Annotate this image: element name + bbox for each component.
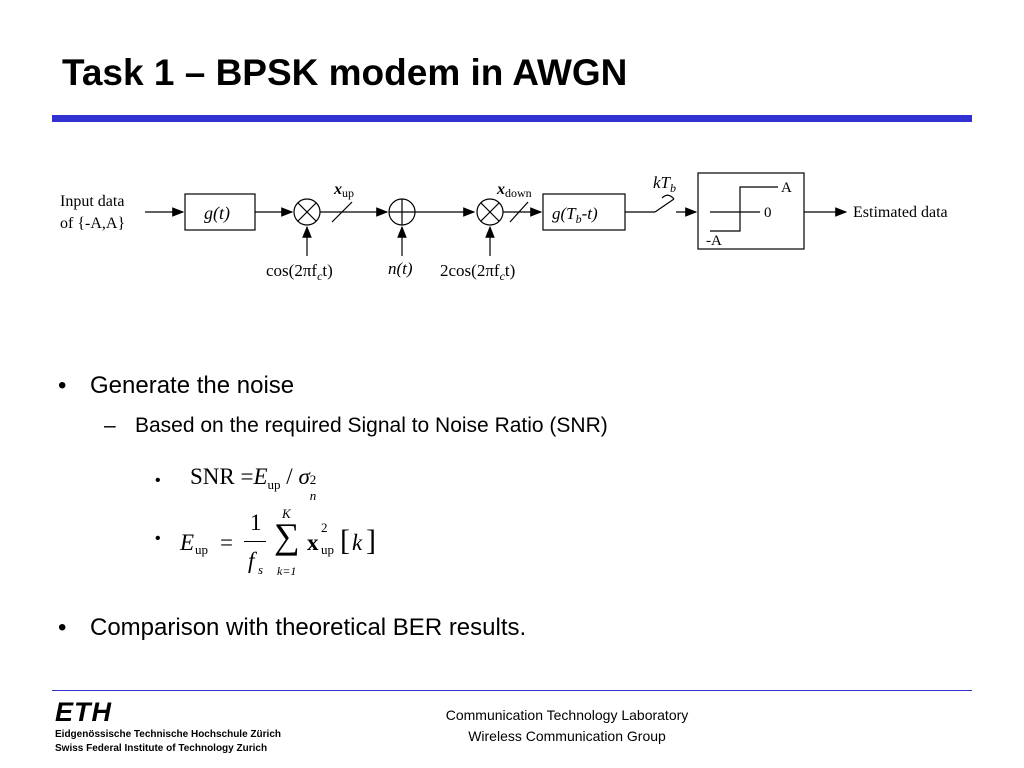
eup-den-sub: s (258, 562, 264, 577)
bullet-generate-noise: • Generate the noise (58, 372, 294, 400)
slide-title: Task 1 – BPSK modem in AWGN (62, 52, 628, 93)
decision-A: A (781, 180, 792, 196)
subbullet-snr-text: Based on the required Signal to Noise Ra… (135, 414, 608, 437)
eup-sum-bot: k=1 (277, 564, 297, 578)
sum-sign: ∑ (274, 516, 300, 556)
snr-sigma: σ (298, 464, 310, 489)
eq-bullet-1: • (155, 472, 161, 489)
noise-label: n(t) (388, 259, 413, 278)
input-label-line1: Input data (60, 193, 124, 210)
snr-sigma-sub: n (309, 488, 317, 503)
bullet-comparison-text: Comparison with theoretical BER results. (90, 614, 527, 641)
svg-text:kTb: kTb (653, 173, 676, 195)
x-down-label: x (496, 181, 505, 198)
carrier-down-label: 2cos(2πf (440, 261, 500, 280)
sampler-sub: b (670, 181, 676, 195)
matched-filter-end: -t) (582, 204, 598, 223)
fraction-bar (244, 541, 266, 542)
title-rule (52, 115, 972, 122)
carrier-up-label: cos(2πf (266, 261, 317, 280)
output-label: Estimated data (853, 204, 948, 221)
x-down-sub: down (505, 186, 532, 200)
eup-x-sub: up (321, 542, 334, 557)
carrier-up-end: t) (322, 261, 332, 280)
eup-eq: = (220, 530, 233, 555)
eup-E-sub: up (195, 542, 208, 557)
svg-text:xdown: xdown (496, 181, 532, 200)
decision-0: 0 (764, 205, 772, 221)
carrier-up-sub: c (317, 269, 323, 283)
bracket-close: ] (366, 524, 376, 557)
bullet-comparison: • Comparison with theoretical BER result… (58, 614, 526, 642)
footer-lab: Communication Technology Laboratory (445, 707, 689, 723)
input-label-line2: of {-A,A} (60, 215, 125, 232)
footer-rule (52, 690, 972, 691)
bpsk-block-diagram: Input data of {-A,A} g(t) xup cos(2πfct)… (60, 172, 948, 283)
subbullet-snr: – Based on the required Signal to Noise … (104, 414, 608, 438)
eup-x-sup: 2 (321, 520, 328, 535)
carrier-down-sub: c (500, 269, 506, 283)
eup-sum-top: K (282, 506, 291, 521)
eth-line-english: Swiss Federal Institute of Technology Zu… (55, 743, 268, 754)
eup-num: 1 (250, 510, 262, 535)
snr-slash: / (286, 464, 293, 489)
eup-E: E (180, 530, 195, 555)
svg-text:g(Tb-t): g(Tb-t) (552, 204, 598, 226)
eq-bullet-2: • (155, 530, 161, 547)
bullet-dot: • (58, 614, 67, 641)
snr-E: E (253, 464, 268, 489)
svg-text:cos(2πfct): cos(2πfct) (266, 261, 333, 283)
decision-block (697, 172, 805, 250)
bullet-generate-noise-text: Generate the noise (90, 372, 295, 399)
sampler-label: kT (653, 173, 672, 192)
eup-x: x (307, 530, 319, 555)
x-up-label: x (333, 181, 342, 198)
snr-sigma-sup: 2 (309, 472, 317, 487)
carrier-down-end: t) (505, 261, 515, 280)
snr-lhs: SNR (190, 464, 235, 489)
footer-group: Wireless Communication Group (468, 728, 666, 744)
matched-filter-label: g(T (552, 204, 577, 223)
svg-text:xup: xup (333, 181, 354, 200)
g-block-label: g(t) (204, 203, 230, 224)
svg-text:2cos(2πfct): 2cos(2πfct) (440, 261, 515, 283)
matched-filter-sub: b (576, 212, 582, 226)
eup-k: k (352, 530, 363, 555)
decision-negA: -A (706, 233, 722, 249)
eth-logo: ETH (55, 697, 112, 727)
snr-eq: = (240, 464, 254, 489)
eth-line-german: Eidgenössische Technische Hochschule Zür… (55, 729, 281, 740)
x-up-sub: up (342, 186, 354, 200)
eup-den: f (248, 548, 255, 573)
eup-equation: E up = 1 f s K ∑ k=1 x 2 up [ k ] (180, 506, 400, 588)
snr-E-sub: up (267, 477, 281, 492)
dash: – (104, 414, 116, 437)
bracket-open: [ (340, 524, 350, 557)
bullet-dot: • (58, 372, 67, 399)
